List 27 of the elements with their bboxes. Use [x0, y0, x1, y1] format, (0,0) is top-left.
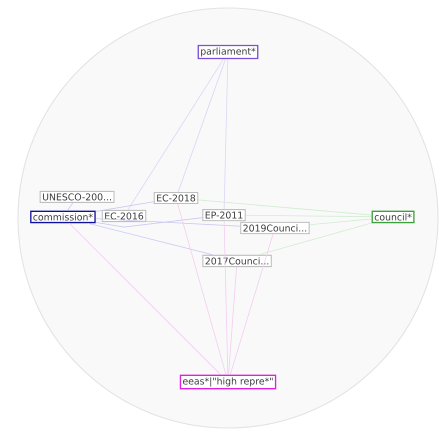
edge-line [228, 266, 237, 376]
edge-line [178, 58, 226, 192]
edge-line [127, 58, 224, 210]
node-box: EC-2018 [154, 192, 198, 204]
edge-line [95, 218, 241, 227]
hub-node-box: council* [372, 210, 415, 224]
edge-line [198, 200, 372, 216]
edge-line [66, 202, 74, 212]
edge-line [309, 218, 372, 226]
edge-line [224, 220, 228, 376]
hub-node-box: eeas*|"high repre*" [180, 374, 276, 390]
hub-node-box: parliament* [198, 44, 258, 60]
edge-line [95, 201, 154, 212]
edge-line [258, 222, 372, 256]
hub-node-box: commission* [30, 210, 96, 224]
edge-line [68, 222, 222, 376]
edge-line [230, 234, 274, 376]
edge-line [224, 58, 228, 210]
node-box: 2019Counci... [240, 222, 310, 234]
edge-line [177, 204, 226, 376]
edge-line [95, 217, 203, 228]
edge-line [87, 222, 214, 256]
node-box: EP-2011 [202, 209, 246, 222]
node-box: EC-2016 [102, 210, 146, 222]
node-box: UNESCO-200... [40, 190, 115, 203]
node-box: 2017Counci... [202, 254, 272, 268]
edge-line [245, 214, 372, 218]
